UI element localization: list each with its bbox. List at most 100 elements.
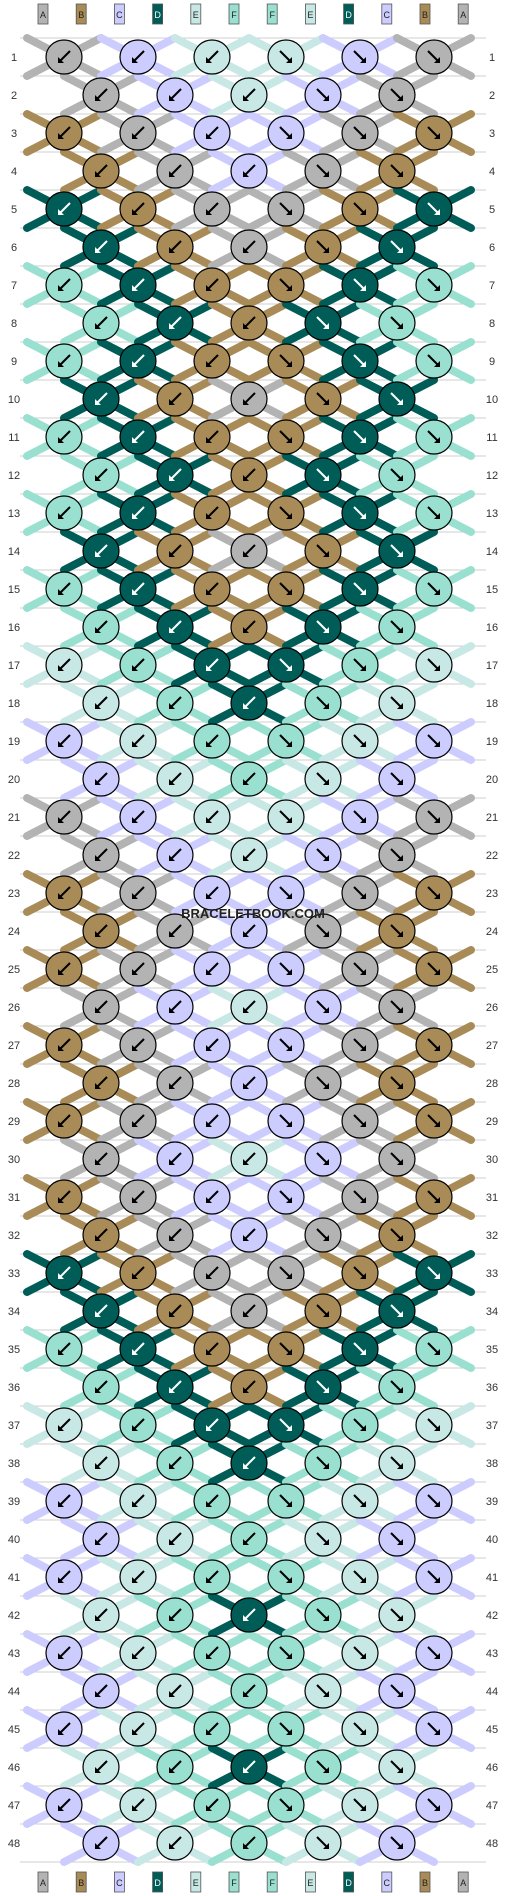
arrow-head-icon xyxy=(397,703,403,709)
arrow-head-icon xyxy=(397,247,403,253)
arrow-head-icon xyxy=(434,893,440,899)
strand-label-top: A xyxy=(40,10,46,20)
arrow-head-icon xyxy=(434,361,440,367)
arrow-head-icon xyxy=(323,1615,329,1621)
knot xyxy=(341,1103,379,1139)
knot xyxy=(45,647,83,683)
knot xyxy=(378,381,416,417)
arrow-head-icon xyxy=(360,133,366,139)
row-number-left: 42 xyxy=(8,1610,20,1622)
row-number-left: 32 xyxy=(8,1230,20,1242)
row-number-right: 2 xyxy=(489,90,495,102)
row-number-right: 6 xyxy=(489,242,495,254)
knot xyxy=(415,1559,453,1595)
arrow-head-icon xyxy=(286,1805,292,1811)
row-number-right: 27 xyxy=(486,1040,498,1052)
knot xyxy=(304,1293,342,1329)
arrow-head-icon xyxy=(323,1539,329,1545)
row-number-right: 28 xyxy=(486,1078,498,1090)
arrow-head-icon xyxy=(95,1007,101,1013)
arrow-head-icon xyxy=(132,1273,138,1279)
arrow-head-icon xyxy=(58,1349,64,1355)
knot xyxy=(230,913,268,949)
knot xyxy=(156,305,194,341)
arrow-head-icon xyxy=(169,95,175,101)
row-number-right: 34 xyxy=(486,1306,498,1318)
knot xyxy=(378,1369,416,1405)
arrow-head-icon xyxy=(323,1235,329,1241)
arrow-head-icon xyxy=(286,969,292,975)
arrow-head-icon xyxy=(58,133,64,139)
knot xyxy=(378,1749,416,1785)
arrow-head-icon xyxy=(58,1121,64,1127)
arrow-head-icon xyxy=(360,1349,366,1355)
strand-label-top: B xyxy=(78,10,84,20)
knot xyxy=(193,495,231,531)
row-number-right: 46 xyxy=(486,1762,498,1774)
arrow-head-icon xyxy=(206,513,212,519)
arrow-head-icon xyxy=(323,1311,329,1317)
knot xyxy=(341,1635,379,1671)
knot xyxy=(415,1331,453,1367)
knot xyxy=(415,723,453,759)
strand-label-top: F xyxy=(269,10,275,20)
knot xyxy=(304,837,342,873)
knot xyxy=(304,1065,342,1101)
arrow-head-icon xyxy=(397,1843,403,1849)
knot xyxy=(230,1521,268,1557)
strand-tab-bottom xyxy=(190,1871,202,1893)
arrow-head-icon xyxy=(434,817,440,823)
arrow-head-icon xyxy=(360,969,366,975)
arrow-head-icon xyxy=(206,1045,212,1051)
arrow-head-icon xyxy=(397,95,403,101)
arrow-head-icon xyxy=(132,1653,138,1659)
row-number-left: 46 xyxy=(8,1762,20,1774)
knot xyxy=(82,457,120,493)
knot xyxy=(156,1825,194,1861)
knot xyxy=(267,39,305,75)
arrow-head-icon xyxy=(169,1007,175,1013)
knot xyxy=(156,1749,194,1785)
knot xyxy=(230,761,268,797)
knot xyxy=(156,685,194,721)
knot xyxy=(45,1255,83,1291)
knot xyxy=(378,77,416,113)
knot xyxy=(267,1103,305,1139)
knot xyxy=(82,1217,120,1253)
row-number-left: 20 xyxy=(8,774,20,786)
strand-label-top: D xyxy=(154,10,161,20)
strand-tab-bottom xyxy=(343,1871,355,1893)
arrow-head-icon xyxy=(434,1653,440,1659)
knot xyxy=(341,875,379,911)
knot xyxy=(45,1331,83,1367)
arrow-head-icon xyxy=(169,1235,175,1241)
strand-label-bottom: A xyxy=(40,1878,46,1888)
knot xyxy=(82,1369,120,1405)
knot xyxy=(341,951,379,987)
arrow-head-icon xyxy=(286,817,292,823)
arrow-head-icon xyxy=(397,779,403,785)
knot xyxy=(267,1635,305,1671)
arrow-head-icon xyxy=(132,1349,138,1355)
strand-tab-top xyxy=(190,3,202,25)
arrow-head-icon xyxy=(169,247,175,253)
row-number-left: 26 xyxy=(8,1002,20,1014)
knot xyxy=(267,799,305,835)
knot xyxy=(378,761,416,797)
arrow-head-icon xyxy=(169,1767,175,1773)
knot xyxy=(415,267,453,303)
arrow-head-icon xyxy=(323,551,329,557)
knot xyxy=(156,1065,194,1101)
arrow-head-icon xyxy=(243,95,249,101)
arrow-head-icon xyxy=(286,1045,292,1051)
arrow-head-icon xyxy=(169,703,175,709)
knot xyxy=(193,1635,231,1671)
knot xyxy=(45,191,83,227)
arrow-head-icon xyxy=(206,1121,212,1127)
arrow-head-icon xyxy=(243,779,249,785)
knot xyxy=(341,495,379,531)
arrow-head-icon xyxy=(323,1083,329,1089)
knot xyxy=(304,533,342,569)
knot xyxy=(230,1217,268,1253)
row-number-right: 21 xyxy=(486,812,498,824)
